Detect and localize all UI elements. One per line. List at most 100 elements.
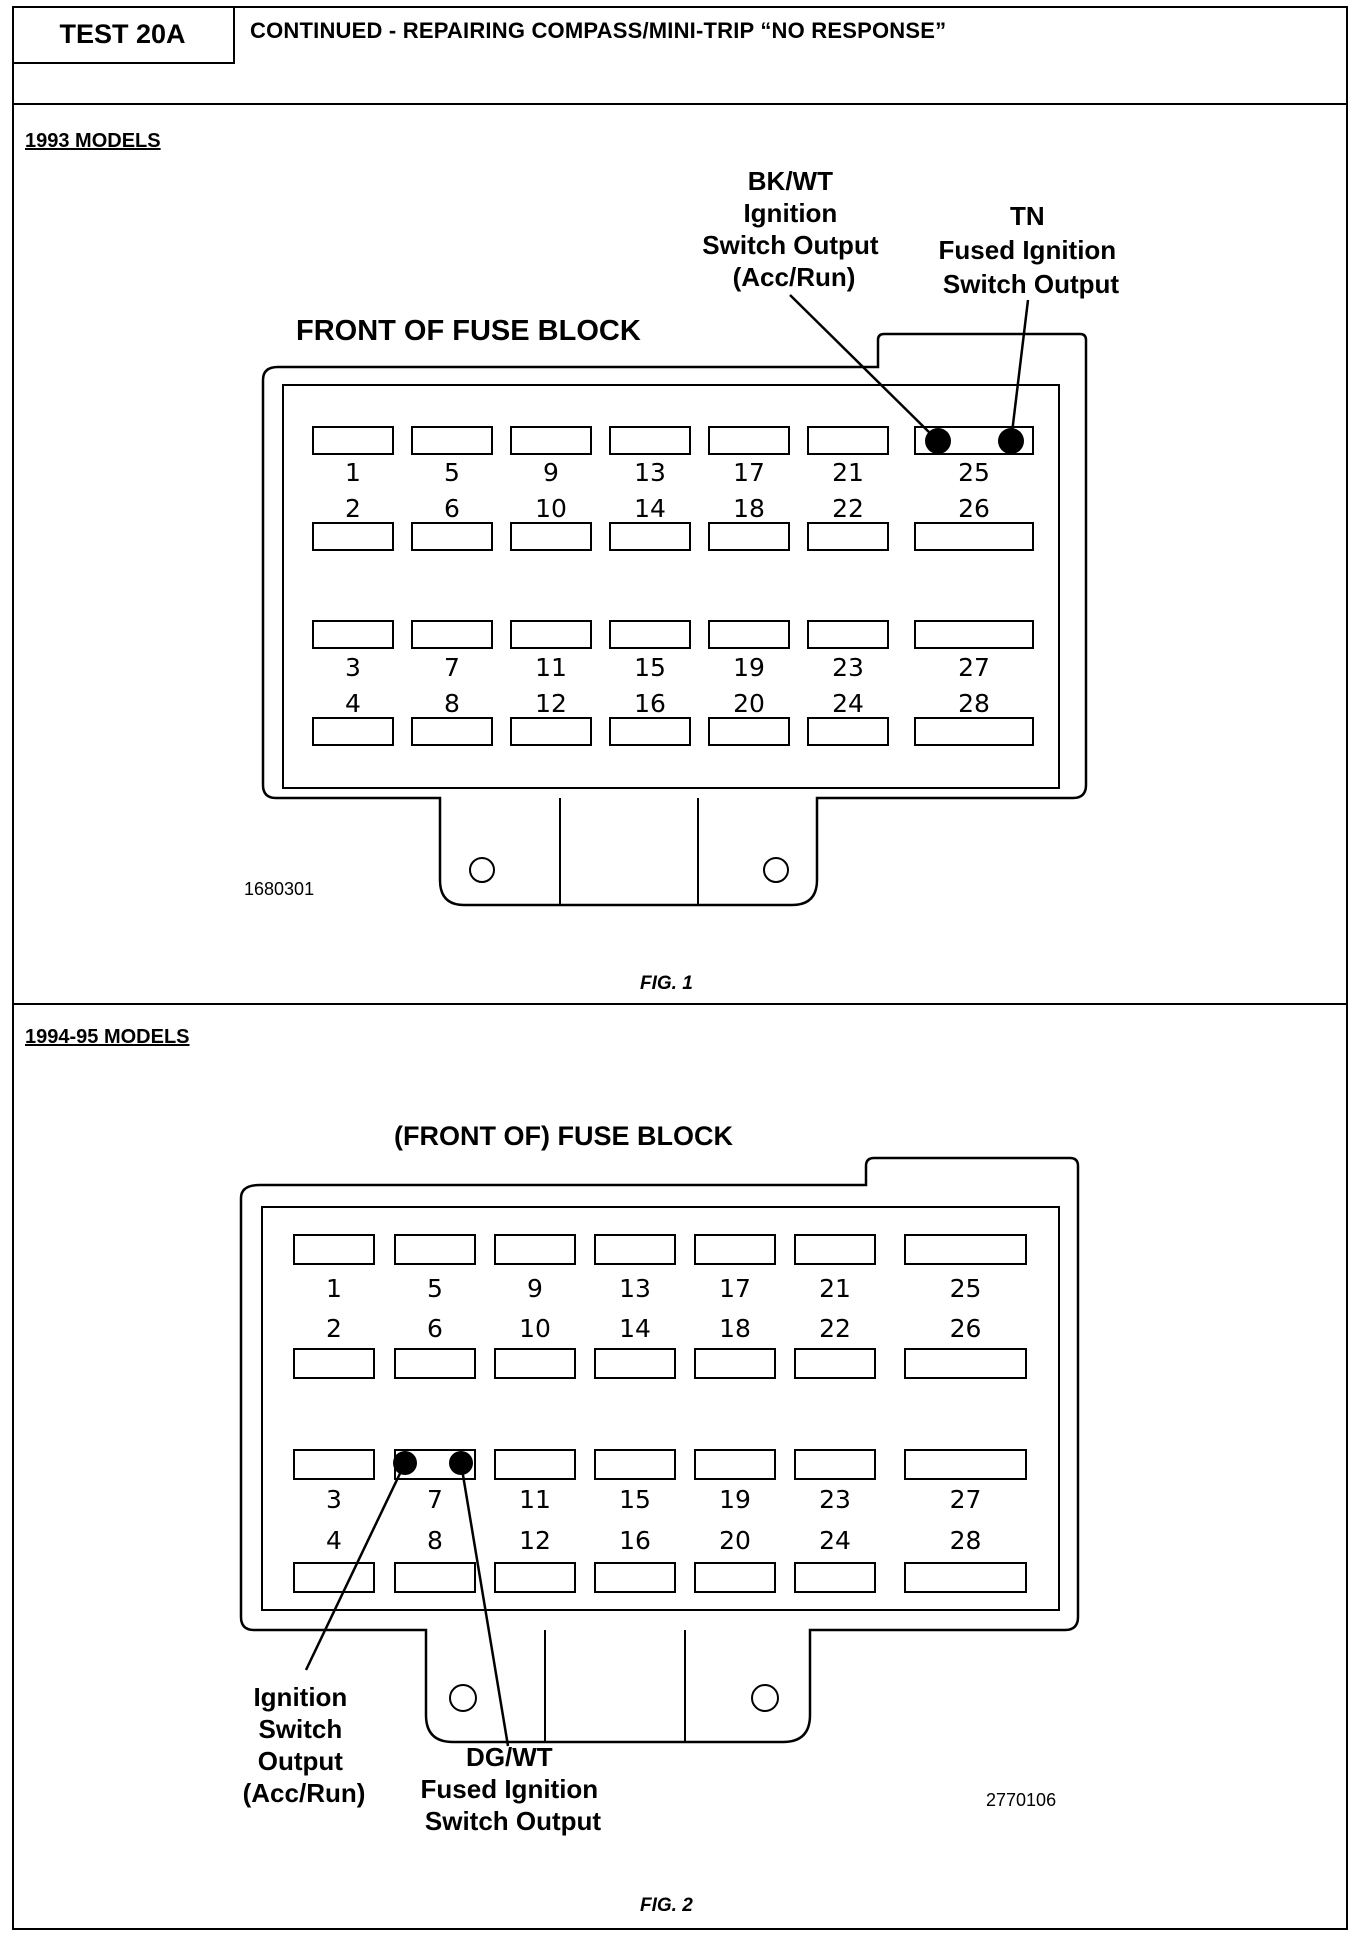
fuse-number-label: 9 bbox=[543, 458, 559, 487]
fuse-cavity-17 bbox=[708, 426, 790, 455]
section-2-label: 1994-95 MODELS bbox=[25, 1026, 190, 1048]
fuse-number-label: 14 bbox=[634, 494, 666, 523]
callout-line: (Acc/Run) bbox=[243, 1778, 366, 1808]
fuse-number-label: 4 bbox=[345, 689, 361, 718]
fuse-cavity-1 bbox=[312, 426, 394, 455]
fuse-cavity-9 bbox=[494, 1234, 576, 1265]
mounting-hole bbox=[751, 1684, 779, 1712]
fuse-block-title: FRONT OF FUSE BLOCK bbox=[296, 315, 641, 347]
fuse-cavity-5 bbox=[394, 1234, 476, 1265]
fuse-cavity-28 bbox=[904, 1562, 1027, 1593]
callout-line: Switch Output bbox=[425, 1806, 602, 1836]
fuse-number-label: 6 bbox=[444, 494, 460, 523]
fuse-cavity-3 bbox=[293, 1449, 375, 1480]
fuse-number-label: 19 bbox=[733, 653, 765, 682]
fuse-cavity-10 bbox=[494, 1348, 576, 1379]
callout-line: Switch bbox=[258, 1714, 342, 1744]
fuse-cavity-27 bbox=[904, 1449, 1027, 1480]
fuse-cavity-10 bbox=[510, 522, 592, 551]
fuse-number-label: 7 bbox=[427, 1485, 443, 1514]
callout-bkwt: BK/WT Ignition Switch Output (Acc/Run) bbox=[702, 166, 885, 292]
fuse-cavity-6 bbox=[394, 1348, 476, 1379]
fuse-number-label: 20 bbox=[733, 689, 765, 718]
fuse-cavity-26 bbox=[914, 522, 1034, 551]
fuse-cavity-13 bbox=[594, 1234, 676, 1265]
part-number: 2770106 bbox=[986, 1790, 1056, 1810]
fuse-number-label: 17 bbox=[733, 458, 765, 487]
fuse-number-label: 28 bbox=[958, 689, 990, 718]
fuse-number-label: 2 bbox=[345, 494, 361, 523]
fuse-cavity-28 bbox=[914, 717, 1034, 746]
fuse-number-label: 20 bbox=[719, 1526, 751, 1555]
fuse-cavity-19 bbox=[708, 620, 790, 649]
fuse-cavity-6 bbox=[411, 522, 493, 551]
fuse-cavity-14 bbox=[594, 1348, 676, 1379]
fuse-cavity-5 bbox=[411, 426, 493, 455]
section-1-label: 1993 MODELS bbox=[25, 130, 161, 152]
fuse-cavity-2 bbox=[312, 522, 394, 551]
callout-ignition: Ignition Switch Output (Acc/Run) bbox=[243, 1682, 366, 1808]
fuse-number-label: 21 bbox=[832, 458, 864, 487]
callout-line: Ignition bbox=[743, 198, 837, 228]
page-title: CONTINUED - REPAIRING COMPASS/MINI-TRIP … bbox=[250, 18, 947, 43]
fuse-number-label: 24 bbox=[832, 689, 864, 718]
fuse-cavity-9 bbox=[510, 426, 592, 455]
fuse-cavity-19 bbox=[694, 1449, 776, 1480]
fuse-cavity-8 bbox=[394, 1562, 476, 1593]
fuse-number-label: 1 bbox=[345, 458, 361, 487]
fuse-number-label: 12 bbox=[535, 689, 567, 718]
fuse-number-label: 3 bbox=[345, 653, 361, 682]
fuse-cavity-23 bbox=[807, 620, 889, 649]
mounting-hole bbox=[469, 857, 495, 883]
leader-line-bkwt bbox=[789, 294, 939, 442]
callout-tn: TN Fused Ignition Switch Output bbox=[939, 201, 1124, 299]
fuse-cavity-21 bbox=[794, 1234, 876, 1265]
fuse-number-label: 2 bbox=[326, 1314, 342, 1343]
fuse-number-label: 16 bbox=[634, 689, 666, 718]
fuse-cavity-12 bbox=[494, 1562, 576, 1593]
fuse-cavity-27 bbox=[914, 620, 1034, 649]
fuse-cavity-24 bbox=[794, 1562, 876, 1593]
fuse-cavity-14 bbox=[609, 522, 691, 551]
fuse-number-label: 4 bbox=[326, 1526, 342, 1555]
fuse-cavity-4 bbox=[312, 717, 394, 746]
fuse-block-outline bbox=[239, 1156, 1080, 1744]
fuse-cavity-24 bbox=[807, 717, 889, 746]
fuse-number-label: 10 bbox=[519, 1314, 551, 1343]
fuse-number-label: 9 bbox=[527, 1274, 543, 1303]
fuse-cavity-15 bbox=[594, 1449, 676, 1480]
fuse-number-label: 25 bbox=[950, 1274, 982, 1303]
leader-line-dgwt bbox=[459, 1462, 510, 1747]
callout-line: Ignition bbox=[253, 1682, 347, 1712]
mounting-hole bbox=[763, 857, 789, 883]
part-number: 1680301 bbox=[244, 879, 314, 899]
fig-2-label: FIG. 2 bbox=[640, 1895, 693, 1916]
callout-line: BK/WT bbox=[748, 166, 833, 196]
mounting-hole bbox=[449, 1684, 477, 1712]
fuse-block-inner bbox=[261, 1206, 1060, 1611]
fuse-cavity-8 bbox=[411, 717, 493, 746]
fuse-number-label: 26 bbox=[958, 494, 990, 523]
fuse-number-label: 5 bbox=[444, 458, 460, 487]
callout-line: (Acc/Run) bbox=[733, 262, 856, 292]
section-divider bbox=[12, 1003, 1348, 1005]
fuse-number-label: 5 bbox=[427, 1274, 443, 1303]
fuse-cavity-12 bbox=[510, 717, 592, 746]
test-point-dot bbox=[393, 1451, 417, 1475]
fuse-block-title: (FRONT OF) FUSE BLOCK bbox=[394, 1121, 733, 1151]
fuse-number-label: 22 bbox=[819, 1314, 851, 1343]
fuse-number-label: 15 bbox=[619, 1485, 651, 1514]
test-id: TEST 20A bbox=[59, 18, 186, 49]
fuse-cavity-13 bbox=[609, 426, 691, 455]
fuse-cavity-4 bbox=[293, 1562, 375, 1593]
fuse-number-label: 7 bbox=[444, 653, 460, 682]
fuse-number-label: 1 bbox=[326, 1274, 342, 1303]
fuse-cavity-25 bbox=[914, 426, 1034, 455]
fuse-number-label: 17 bbox=[719, 1274, 751, 1303]
fuse-cavity-26 bbox=[904, 1348, 1027, 1379]
fuse-number-label: 13 bbox=[634, 458, 666, 487]
fuse-number-label: 10 bbox=[535, 494, 567, 523]
fuse-number-label: 22 bbox=[832, 494, 864, 523]
